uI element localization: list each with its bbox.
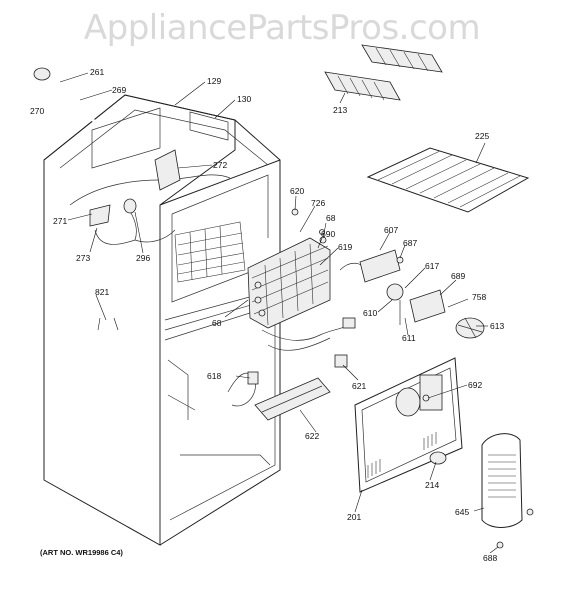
- callout-201: 201: [347, 512, 362, 522]
- fasteners: [291, 208, 430, 402]
- callout-692: 692: [468, 380, 483, 390]
- watermark-logo: AppliancePartsPros.com: [83, 8, 481, 48]
- callout-129: 129: [207, 76, 222, 86]
- callout-607: 607: [384, 225, 399, 235]
- fill-tube: [33, 67, 97, 124]
- callout-690: 690: [321, 229, 336, 239]
- callout-610: 610: [363, 308, 378, 318]
- art-number: (ART NO. WR19986 C4): [40, 548, 123, 557]
- callout-225: 225: [475, 131, 490, 141]
- callout-130: 130: [237, 94, 252, 104]
- leader-lines: [59, 72, 499, 554]
- callout-622: 622: [305, 431, 320, 441]
- callout-689: 689: [451, 271, 466, 281]
- callout-273: 273: [76, 253, 91, 263]
- ice-trays: [324, 44, 443, 101]
- cabinet: [43, 94, 281, 546]
- callout-613: 613: [490, 321, 505, 331]
- air-duct-grille: [481, 433, 534, 549]
- callout-271: 271: [53, 216, 68, 226]
- callout-687: 687: [403, 238, 418, 248]
- callout-269: 269: [112, 85, 127, 95]
- callout-68-left: 68: [212, 318, 222, 328]
- callout-213: 213: [333, 105, 348, 115]
- callout-617: 617: [425, 261, 440, 271]
- callout-68-top: 68: [326, 213, 336, 223]
- callout-688: 688: [483, 553, 498, 563]
- callout-261: 261: [90, 67, 105, 77]
- callout-611: 611: [402, 333, 416, 343]
- fan-motor: [359, 249, 485, 339]
- callout-620: 620: [290, 186, 305, 196]
- callout-270: 270: [30, 106, 45, 116]
- wire-shelf: [366, 147, 530, 213]
- callout-758: 758: [472, 292, 487, 302]
- evaporator: [247, 237, 331, 329]
- callout-296: 296: [136, 253, 151, 263]
- callout-726: 726: [311, 198, 326, 208]
- callout-618: 618: [207, 371, 222, 381]
- light-assembly: [227, 354, 348, 421]
- callout-619: 619: [338, 242, 353, 252]
- callout-645: 645: [455, 507, 470, 517]
- evaporator-cover: [354, 357, 463, 493]
- callout-272: 272: [213, 160, 228, 170]
- arrow-marks: [97, 317, 119, 331]
- wire-harness: [69, 149, 231, 245]
- callout-621: 621: [352, 381, 367, 391]
- callout-821: 821: [95, 287, 110, 297]
- callout-214: 214: [425, 480, 440, 490]
